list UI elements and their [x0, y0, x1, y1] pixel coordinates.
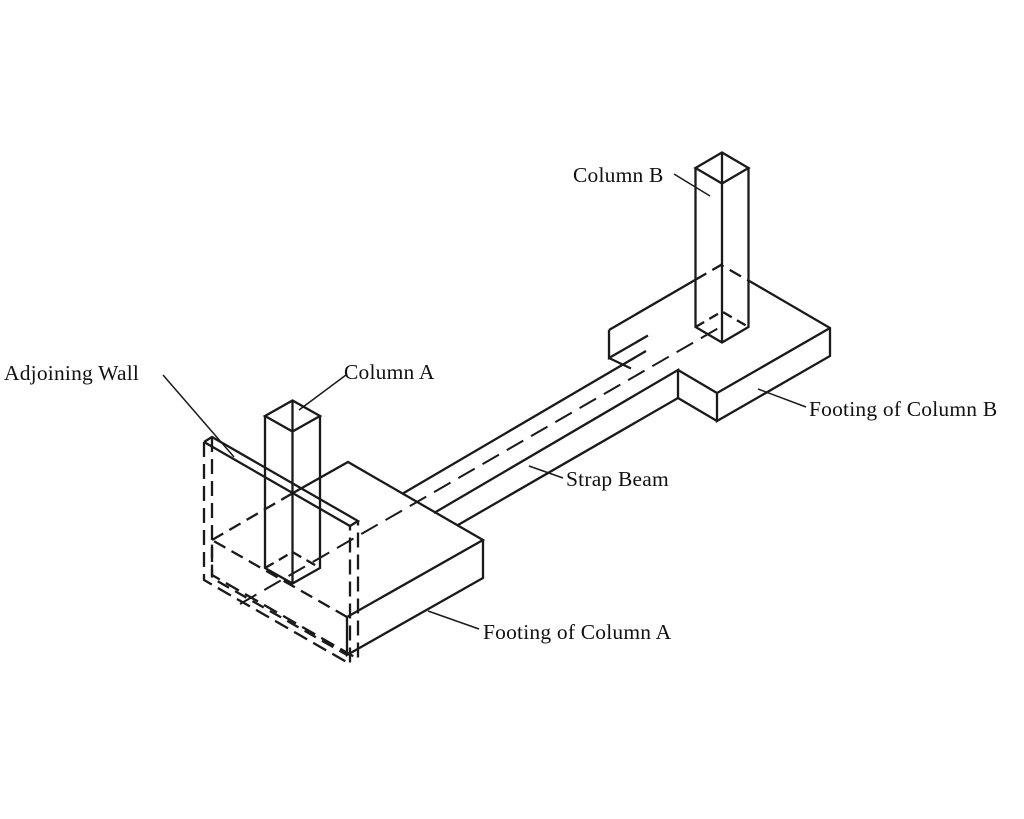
leader-footing-b	[757, 388, 807, 408]
footing-b-visible-edges	[607, 279, 832, 423]
column-a-hidden-base-edges	[264, 550, 321, 569]
strap-beam-edges	[401, 350, 680, 526]
leader-footing-a	[427, 610, 480, 630]
leader-strap-beam	[528, 465, 564, 479]
label-footing-of-column-a: Footing of Column A	[483, 620, 672, 644]
label-column-b: Column B	[573, 163, 664, 187]
footing-a-visible-edges	[292, 460, 486, 657]
column-b	[693, 151, 751, 344]
footing-b	[607, 263, 832, 423]
leader-adjoining-wall	[162, 374, 235, 458]
label-adjoining-wall: Adjoining Wall	[4, 361, 139, 385]
label-footing-of-column-b: Footing of Column B	[809, 397, 997, 421]
column-a	[262, 399, 323, 585]
leader-column-a	[298, 374, 347, 411]
adjoining-wall	[202, 435, 361, 666]
column-b-visible-edges	[693, 151, 751, 344]
label-column-a: Column A	[344, 360, 435, 384]
column-b-hidden-base-edges	[694, 310, 750, 328]
label-strap-beam: Strap Beam	[566, 467, 669, 491]
strap-beam	[239, 325, 723, 605]
leader-column-b	[673, 173, 711, 197]
footing-a-hidden-edges	[210, 492, 348, 656]
footing-a	[210, 460, 486, 657]
wall-hidden-edges	[202, 437, 360, 666]
wall-top-edges	[203, 435, 361, 528]
column-a-visible-edges	[262, 399, 323, 585]
leader-lines	[162, 173, 807, 630]
beam-centerline	[239, 325, 723, 605]
